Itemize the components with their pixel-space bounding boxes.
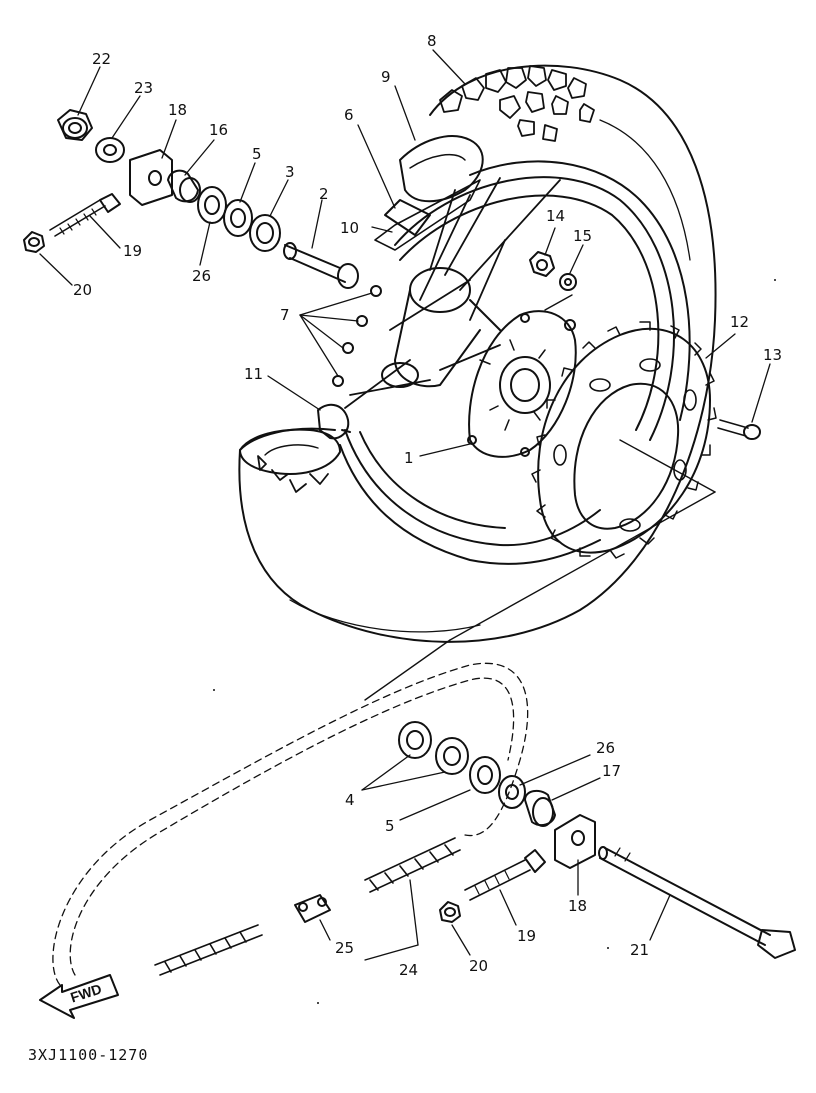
callout-18-lower: 18 (568, 897, 588, 915)
callout-6: 6 (344, 106, 354, 124)
callout-3: 3 (285, 163, 295, 181)
callout-4: 4 (345, 791, 355, 809)
upper-axle-parts (23, 109, 761, 440)
drive-chain (154, 837, 461, 976)
callout-5-lower: 5 (385, 817, 395, 835)
callout-10: 10 (340, 219, 360, 237)
callout-22: 22 (92, 50, 112, 68)
chain-loop (52, 662, 529, 986)
tire (238, 64, 717, 643)
callout-23: 23 (134, 79, 154, 97)
master-link (294, 894, 331, 923)
tire-tread-cutaway (257, 455, 329, 493)
tire-tread (439, 65, 595, 142)
callout-13: 13 (763, 346, 783, 364)
rear-sprocket (531, 321, 717, 559)
spokes (344, 177, 561, 409)
callout-8: 8 (427, 32, 437, 50)
callout-19-upper: 19 (123, 242, 143, 260)
fwd-arrow (39, 974, 119, 1019)
callout-19-lower: 19 (517, 927, 537, 945)
callout-1: 1 (404, 449, 414, 467)
callout-20-lower: 20 (469, 957, 489, 975)
scan-specks (213, 279, 776, 1004)
callout-24: 24 (399, 961, 419, 979)
callout-25: 25 (335, 939, 355, 957)
callout-9: 9 (381, 68, 391, 86)
callout-5-upper: 5 (252, 145, 262, 163)
sprocket-flange (467, 310, 577, 458)
tube-and-rim-band (374, 135, 484, 251)
rim-lock (317, 403, 351, 440)
callout-14: 14 (546, 207, 566, 225)
lower-axle-parts (398, 721, 796, 959)
callout-15: 15 (573, 227, 593, 245)
callout-18-upper: 18 (168, 101, 188, 119)
callout-21: 21 (630, 941, 650, 959)
callout-12: 12 (730, 313, 750, 331)
leader-lines-12 (364, 294, 716, 701)
callout-17: 17 (602, 762, 622, 780)
callout-2: 2 (319, 185, 329, 203)
hub (381, 267, 501, 388)
callout-26-lower: 26 (596, 739, 616, 757)
callout-11: 11 (244, 365, 264, 383)
callout-26-upper: 26 (192, 267, 212, 285)
callout-16: 16 (209, 121, 229, 139)
leader-lines-upper (39, 49, 771, 457)
rim (344, 176, 675, 547)
callout-20-upper: 20 (73, 281, 93, 299)
leader-lines-lower (319, 754, 671, 961)
callout-7: 7 (280, 306, 290, 324)
diagram-reference-code: 3XJ1100-1270 (28, 1046, 149, 1064)
